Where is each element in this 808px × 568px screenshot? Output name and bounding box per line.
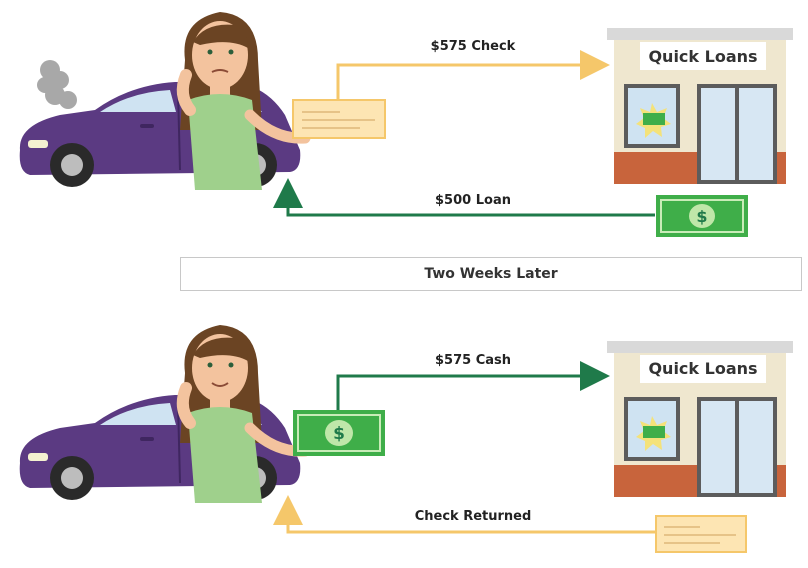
arrow-label-575-cash: $575 Cash xyxy=(435,353,511,368)
arrow-label-500-loan: $500 Loan xyxy=(435,193,511,208)
store-sign: Quick Loans xyxy=(648,47,757,66)
arrow-label-check-returned: Check Returned xyxy=(415,509,532,524)
loan-arrow xyxy=(273,178,655,217)
cash-arrow xyxy=(336,361,610,410)
cash-bill-icon: $ xyxy=(293,410,385,456)
scene-1: $575 Check Quick Loans $500 Loan $ xyxy=(18,12,793,237)
check-arrow xyxy=(336,50,610,100)
scene-2: $ $575 Cash Quick Loans Check Returned xyxy=(18,325,793,553)
divider-label: Two Weeks Later xyxy=(424,266,558,282)
arrow-label-575-check: $575 Check xyxy=(431,39,516,54)
timeline-divider: Two Weeks Later xyxy=(180,257,802,291)
store-sign: Quick Loans xyxy=(648,359,757,378)
dollar-symbol: $ xyxy=(696,207,707,226)
dollar-symbol: $ xyxy=(333,424,345,444)
cash-bill-icon: $ xyxy=(656,195,748,237)
smoke-icon xyxy=(37,60,77,109)
check-icon xyxy=(292,99,386,139)
check-icon xyxy=(655,515,747,553)
check-returned-arrow xyxy=(273,495,655,534)
